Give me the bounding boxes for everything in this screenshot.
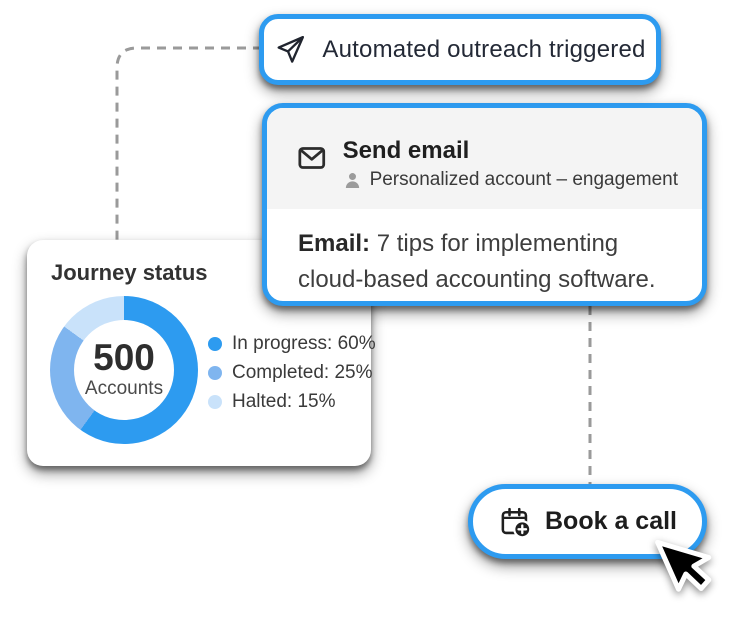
legend-row-halted: Halted: 15%	[208, 391, 376, 412]
in-progress-dot-icon	[208, 337, 222, 351]
halted-dot-icon	[208, 395, 222, 409]
journey-donut-ring: 500 Accounts	[50, 296, 198, 444]
journey-donut-center: 500 Accounts	[74, 320, 174, 420]
book-a-call-label: Book a call	[545, 507, 677, 535]
legend-row-in-progress: In progress: 60%	[208, 333, 376, 354]
email-subject-body: 7 tips for implementing cloud-based acco…	[298, 230, 656, 293]
accounts-label: Accounts	[84, 378, 164, 399]
completed-dot-icon	[208, 366, 222, 380]
calendar-plus-icon	[501, 507, 532, 538]
send-email-header: Send email Personalized account – engage…	[267, 108, 702, 209]
send-icon	[277, 35, 305, 63]
journey-legend: In progress: 60% Completed: 25% Halted: …	[208, 333, 376, 412]
connector-trigger-to-journey	[115, 46, 262, 243]
accounts-count: 500	[93, 337, 155, 378]
send-email-title: Send email	[342, 137, 470, 164]
email-subject-text: Email: 7 tips for implementing cloud-bas…	[267, 209, 702, 298]
send-email-card[interactable]: Send email Personalized account – engage…	[262, 103, 707, 306]
automated-outreach-label: Automated outreach triggered	[322, 35, 646, 63]
automated-outreach-pill[interactable]: Automated outreach triggered	[259, 14, 661, 85]
envelope-icon	[298, 147, 326, 169]
legend-label-completed: Completed: 25%	[232, 362, 373, 383]
legend-row-completed: Completed: 25%	[208, 362, 376, 383]
legend-label-halted: Halted: 15%	[232, 391, 336, 412]
email-subject-prefix: Email:	[298, 230, 371, 257]
mouse-cursor-icon	[655, 539, 712, 592]
audience-row: Personalized account – engagement	[343, 169, 678, 191]
legend-label-in-progress: In progress: 60%	[232, 333, 376, 354]
journey-status-title: Journey status	[51, 260, 208, 285]
person-icon	[345, 172, 359, 188]
audience-label: Personalized account – engagement	[369, 169, 678, 190]
